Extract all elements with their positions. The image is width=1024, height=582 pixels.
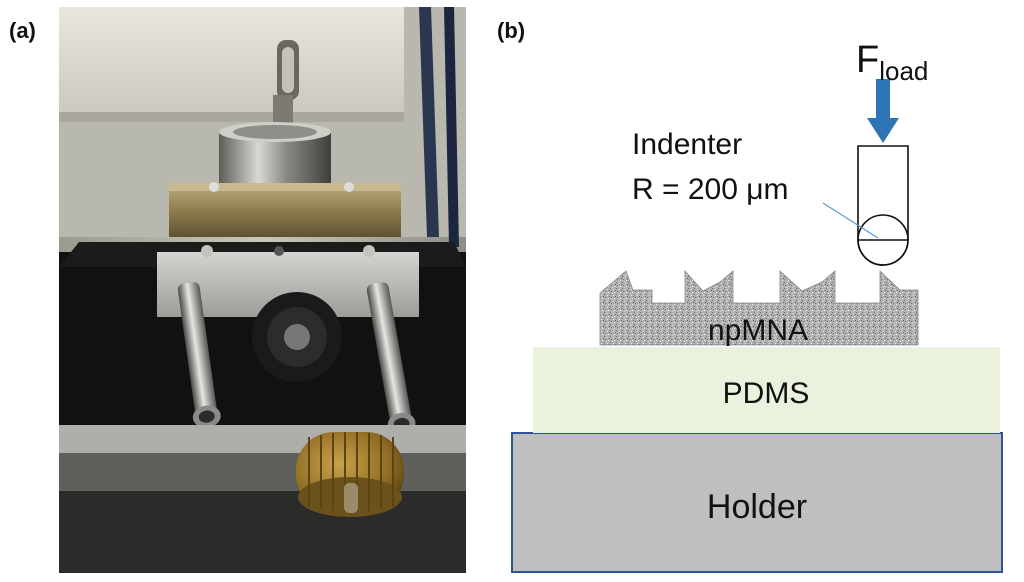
pdms-label: PDMS <box>723 377 810 410</box>
load-force-label: Fload <box>856 39 928 86</box>
radius-leader-line <box>822 202 879 239</box>
indenter-body <box>857 145 909 266</box>
panel-a-label: (a) <box>9 18 36 43</box>
holder-label: Holder <box>707 488 807 526</box>
pdms-layer <box>533 347 1000 433</box>
indenter-label: Indenter <box>632 128 742 161</box>
indentation-schematic: Holder PDMS npMNA Fload Indenter R = 200… <box>511 39 1003 573</box>
indentation-apparatus-photo <box>59 7 466 573</box>
radius-label: R = 200 μm <box>632 173 789 206</box>
panel-b-label: (b) <box>497 18 526 43</box>
load-arrow <box>867 79 899 143</box>
load-force-symbol: F <box>856 39 879 81</box>
holder-layer <box>511 432 1003 573</box>
load-force-subscript: load <box>879 56 928 86</box>
npmna-microneedle-array <box>599 269 919 346</box>
npmna-label: npMNA <box>708 314 808 347</box>
